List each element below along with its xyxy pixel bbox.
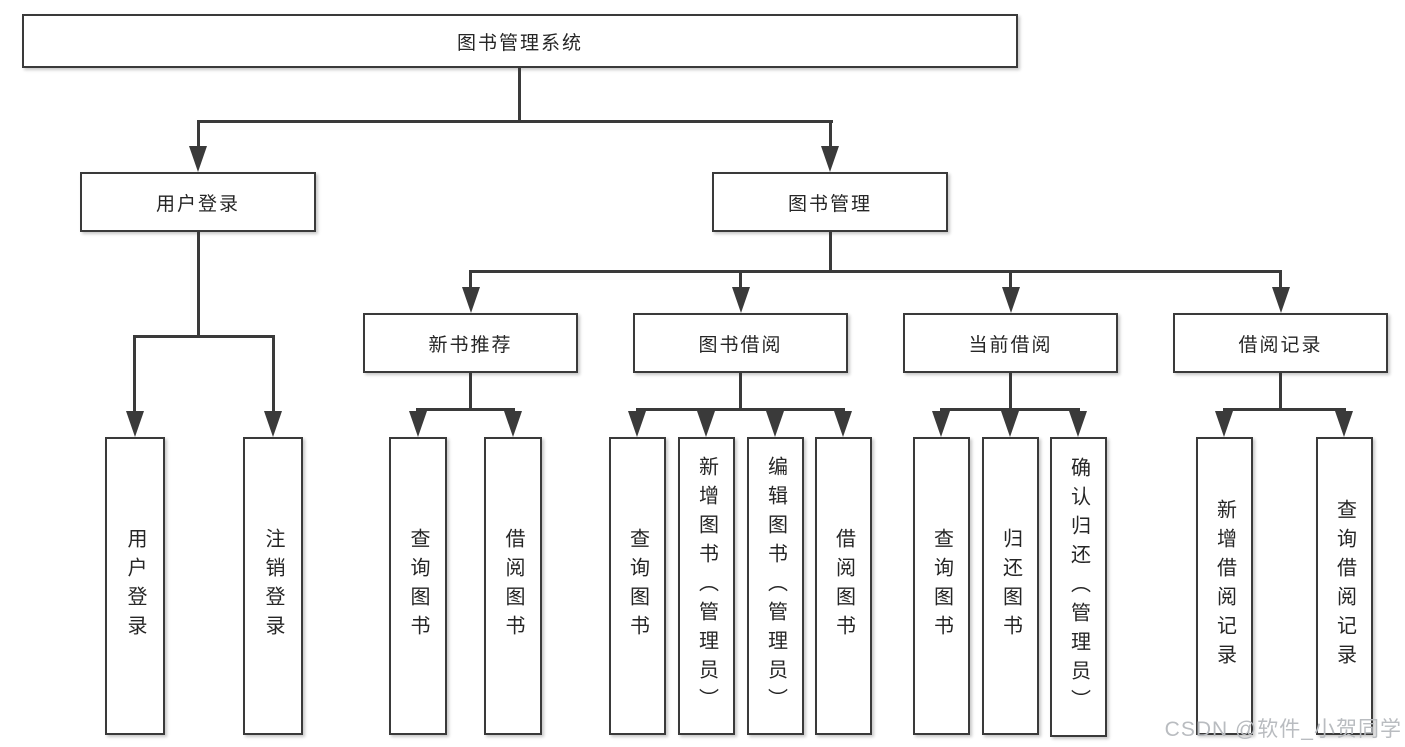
- arrow-down-icon: [1002, 287, 1020, 313]
- connector-root-rail: [197, 120, 833, 123]
- arrow-down-icon: [732, 287, 750, 313]
- arrow-down-icon: [697, 411, 715, 437]
- connector-sec2-rail: [940, 408, 1080, 411]
- arrow-down-icon: [1069, 411, 1087, 437]
- arrow-down-icon: [264, 411, 282, 437]
- connector-sec1-rail: [636, 408, 845, 411]
- arrow-down-icon: [932, 411, 950, 437]
- arrow-down-icon: [834, 411, 852, 437]
- connector-bookmgmt-drop-3: [1009, 270, 1012, 287]
- leaf-borrow-edit-books-admin: 编辑图书（管理员）: [747, 437, 804, 735]
- node-new-book-recommend: 新书推荐: [363, 313, 578, 373]
- connector-userlogin-drop-1: [133, 335, 136, 411]
- connector-sec2-stem: [1009, 373, 1012, 408]
- node-borrowing-records: 借阅记录: [1173, 313, 1388, 373]
- leaf-borrow-borrow-books: 借阅图书: [815, 437, 872, 735]
- arrow-down-icon: [766, 411, 784, 437]
- node-current-borrowing: 当前借阅: [903, 313, 1118, 373]
- connector-bookmgmt-stem: [829, 232, 832, 270]
- arrow-down-icon: [628, 411, 646, 437]
- leaf-rec-query-books: 查询图书: [389, 437, 447, 735]
- csdn-watermark: CSDN @软件_小贺同学: [1164, 718, 1402, 741]
- connector-sec0-rail: [416, 408, 515, 411]
- connector-root-stem: [518, 68, 521, 120]
- connector-bookmgmt-drop-1: [469, 270, 472, 287]
- connector-bookmgmt-drop-4: [1279, 270, 1282, 287]
- connector-sec0-stem: [469, 373, 472, 408]
- connector-sec1-stem: [739, 373, 742, 408]
- leaf-current-query-books: 查询图书: [913, 437, 970, 735]
- node-book-borrowing: 图书借阅: [633, 313, 848, 373]
- connector-root-drop-left: [197, 120, 200, 146]
- arrow-down-icon: [1272, 287, 1290, 313]
- arrow-down-icon: [189, 146, 207, 172]
- connector-userlogin-drop-2: [272, 335, 275, 411]
- leaf-borrow-query-books: 查询图书: [609, 437, 666, 735]
- arrow-down-icon: [126, 411, 144, 437]
- leaf-current-confirm-return-admin: 确认归还（管理员）: [1050, 437, 1107, 737]
- node-user-login: 用户登录: [80, 172, 316, 232]
- connector-root-drop-right: [829, 120, 832, 146]
- leaf-records-add-record: 新增借阅记录: [1196, 437, 1253, 735]
- connector-userlogin-stem: [197, 232, 200, 335]
- arrow-down-icon: [409, 411, 427, 437]
- leaf-logout: 注销登录: [243, 437, 303, 735]
- arrow-down-icon: [821, 146, 839, 172]
- leaf-borrow-add-books-admin: 新增图书（管理员）: [678, 437, 735, 735]
- leaf-current-return-books: 归还图书: [982, 437, 1039, 735]
- connector-userlogin-rail: [133, 335, 275, 338]
- node-library-system: 图书管理系统: [22, 14, 1018, 68]
- leaf-records-query-record: 查询借阅记录: [1316, 437, 1373, 735]
- node-book-management: 图书管理: [712, 172, 948, 232]
- arrow-down-icon: [504, 411, 522, 437]
- arrow-down-icon: [1335, 411, 1353, 437]
- leaf-rec-borrow-books: 借阅图书: [484, 437, 542, 735]
- connector-bookmgmt-rail: [469, 270, 1282, 273]
- connector-bookmgmt-drop-2: [739, 270, 742, 287]
- connector-sec3-rail: [1223, 408, 1346, 411]
- arrow-down-icon: [1215, 411, 1233, 437]
- arrow-down-icon: [462, 287, 480, 313]
- arrow-down-icon: [1001, 411, 1019, 437]
- connector-sec3-stem: [1279, 373, 1282, 408]
- leaf-user-login: 用户登录: [105, 437, 165, 735]
